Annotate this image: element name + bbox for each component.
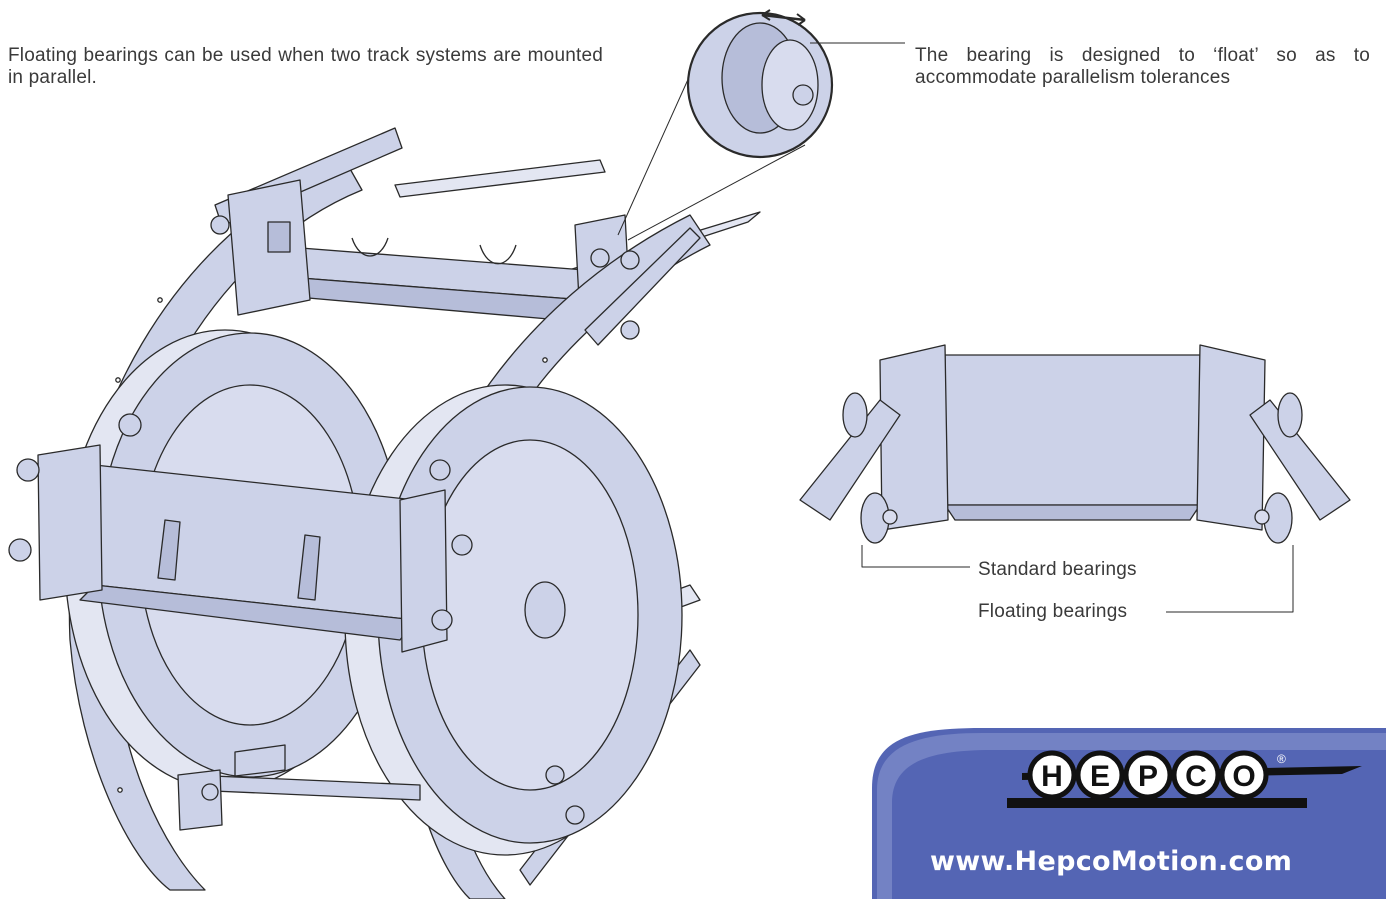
- logo-letter-e: E: [1090, 760, 1110, 793]
- logo-letter-h: H: [1041, 760, 1063, 793]
- standard-bearings-label: Standard bearings: [978, 559, 1137, 580]
- top-belt: [394, 159, 606, 198]
- hepco-wordmark: H E P C O ®: [1007, 750, 1362, 808]
- intro-text: Floating bearings can be used when two t…: [8, 45, 603, 88]
- float-callout: The bearing is designed to ‘float’ so as…: [915, 45, 1370, 88]
- logo-letter-o: O: [1232, 760, 1255, 793]
- floating-bearings-leader: [1166, 545, 1294, 613]
- floating-bearings-label: Floating bearings: [978, 601, 1128, 622]
- bearing-zoom-detail: [617, 9, 905, 241]
- hepco-logo: H E P C O ®: [872, 728, 1386, 899]
- logo-letter-c: C: [1185, 760, 1207, 793]
- bottom-carriage: [177, 744, 585, 831]
- standard-bearings-leader: [861, 545, 970, 568]
- logo-letter-p: P: [1138, 760, 1158, 793]
- middle-carriage: [37, 444, 448, 653]
- carriage-end-view: [799, 344, 1351, 544]
- logo-url: www.HepcoMotion.com: [930, 846, 1293, 877]
- registered-mark: ®: [1277, 752, 1286, 766]
